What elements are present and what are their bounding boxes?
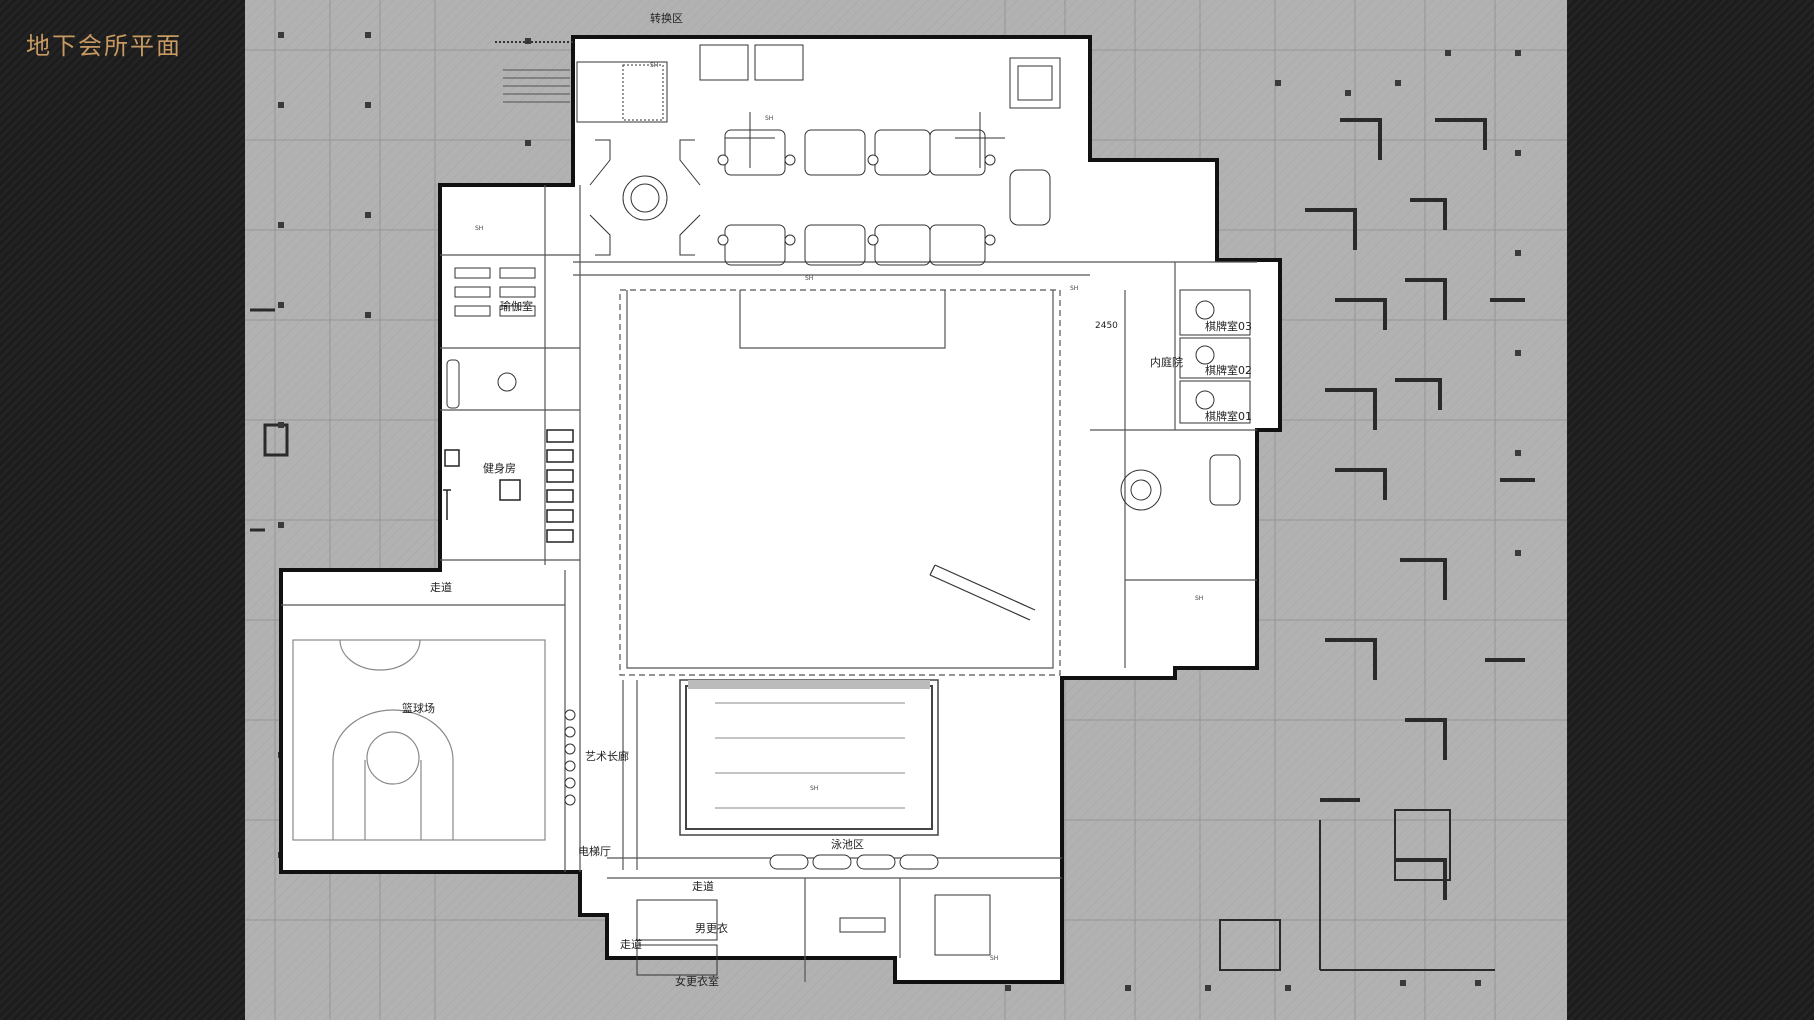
label-mens-locker: 男更衣 [695, 921, 728, 935]
svg-text:SH: SH [1195, 595, 1203, 602]
pool-loungers [769, 854, 939, 870]
ramp [929, 564, 1036, 621]
svg-text:SH: SH [810, 785, 818, 792]
lobby-furniture [495, 41, 1061, 266]
yoga-mats [446, 267, 536, 409]
svg-text:SH: SH [990, 955, 998, 962]
label-corridor-left: 走道 [620, 937, 642, 951]
building-footprint [279, 35, 1282, 984]
label-chess-room-03: 棋牌室03 [1205, 319, 1252, 333]
label-corridor-lower: 走道 [692, 879, 714, 893]
svg-text:SH: SH [805, 275, 813, 282]
label-womens-locker: 女更衣室 [675, 974, 719, 988]
svg-text:SH: SH [765, 115, 773, 122]
gallery-seats [564, 709, 576, 806]
label-gym: 健身房 [483, 461, 516, 475]
page-title: 地下会所平面 [26, 32, 182, 60]
gym-equipment [443, 429, 574, 543]
stairs [503, 69, 570, 103]
label-inner-courtyard: 内庭院 [1150, 355, 1183, 369]
label-transfer-zone: 转换区 [650, 11, 683, 25]
label-art-gallery: 艺术长廊 [585, 749, 629, 763]
label-basketball-court: 篮球场 [402, 701, 435, 715]
svg-text:SH: SH [475, 225, 483, 232]
label-pool-area: 泳池区 [831, 837, 864, 851]
label-chess-room-02: 棋牌室02 [1205, 363, 1252, 377]
label-yoga-room: 瑜伽室 [500, 299, 533, 313]
annotation-marks: SH SH SH SH SH SH SH SH [475, 62, 1203, 962]
dimension-label: 2450 [1095, 321, 1118, 331]
svg-text:SH: SH [1070, 285, 1078, 292]
adjacent-structures [1305, 118, 1535, 900]
interior-walls [281, 185, 1257, 982]
swimming-pool [679, 679, 939, 836]
label-corridor-top: 走道 [430, 580, 452, 594]
label-elevator-hall: 电梯厅 [578, 845, 611, 858]
basketball-court-lines [292, 639, 546, 841]
label-chess-room-01: 棋牌室01 [1205, 409, 1252, 423]
svg-text:SH: SH [650, 62, 658, 69]
locker-rooms [636, 894, 991, 976]
chess-rooms [1120, 289, 1251, 511]
